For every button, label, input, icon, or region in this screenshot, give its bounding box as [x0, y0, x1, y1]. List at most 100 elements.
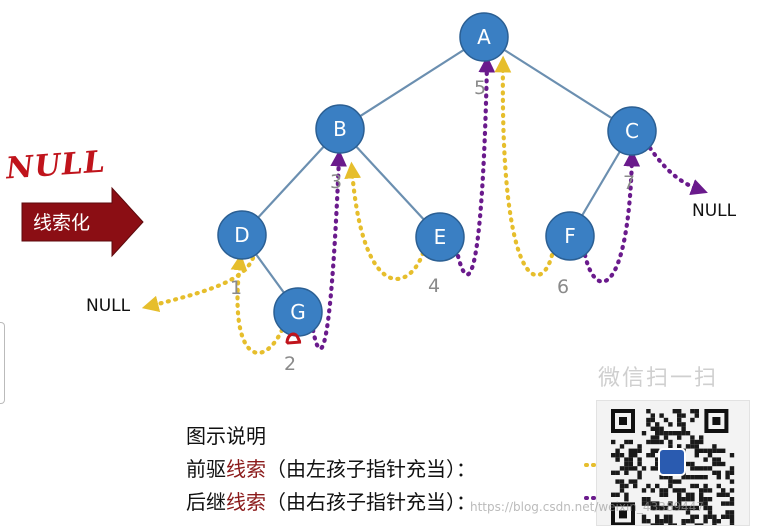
qr-module: [703, 448, 708, 453]
qr-module: [699, 501, 704, 506]
qr-module: [716, 448, 721, 453]
order-number-4: 4: [428, 275, 440, 297]
qr-module: [663, 431, 669, 436]
qr-module: [690, 492, 695, 497]
qr-module: [650, 466, 655, 471]
qr-module: [663, 514, 669, 519]
qr-module: [699, 488, 704, 493]
qr-code-pattern: [611, 409, 735, 529]
qr-module: [650, 448, 655, 453]
node-circle-c: [607, 106, 657, 156]
qr-module: [650, 453, 655, 458]
qr-module: [725, 492, 730, 497]
qr-module: [646, 422, 651, 427]
qr-module: [633, 466, 638, 471]
qr-module: [650, 501, 655, 506]
edge-a-c: [483, 36, 633, 132]
qr-module: [677, 488, 682, 493]
qr-module: [650, 505, 655, 511]
qr-module: [703, 488, 708, 493]
qr-module: [677, 492, 682, 497]
qr-module: [703, 501, 708, 506]
qr-module: [659, 492, 664, 497]
qr-module: [637, 475, 642, 480]
qr-module: [650, 435, 655, 440]
qr-finder-inner: [712, 417, 721, 425]
legend-succ-keyword: 线索: [226, 490, 266, 514]
left-edge-bracket: [0, 322, 5, 404]
qr-module: [707, 488, 713, 493]
qr-module: [690, 497, 695, 502]
node-circle-a: [459, 12, 509, 62]
order-number-6: 6: [557, 276, 569, 298]
qr-module: [703, 457, 708, 462]
qr-module: [672, 409, 677, 414]
node-label-a: A: [477, 25, 491, 49]
qr-module: [655, 435, 660, 440]
qr-module: [694, 444, 699, 449]
qr-module: [668, 514, 673, 519]
qr-module: [685, 505, 691, 511]
qr-module: [685, 492, 691, 497]
succ-thread-e-a: [455, 55, 496, 277]
qr-module: [659, 488, 664, 493]
qr-module: [690, 505, 695, 511]
node-circle-b: [315, 104, 365, 154]
qr-module: [663, 492, 669, 497]
qr-module: [655, 519, 660, 524]
qr-module: [729, 510, 735, 515]
qr-module: [655, 514, 660, 519]
qr-module: [699, 492, 704, 497]
qr-module: [716, 470, 721, 475]
node-g: G: [273, 287, 323, 337]
qr-module: [716, 483, 721, 489]
qr-module: [659, 505, 664, 511]
qr-module: [703, 519, 708, 524]
qr-module: [729, 453, 735, 458]
qr-module: [681, 431, 686, 436]
qr-module: [655, 466, 660, 471]
qr-module: [690, 514, 695, 519]
qr-module: [712, 470, 717, 475]
null-label-right: NULL: [692, 201, 737, 221]
thread-links: [141, 55, 708, 355]
qr-module: [725, 510, 730, 515]
qr-module: [685, 431, 691, 436]
qr-module: [707, 448, 713, 453]
qr-module: [681, 426, 686, 431]
qr-module: [659, 475, 664, 480]
legend-pred-prefix: 前驱: [186, 457, 226, 481]
qr-module: [650, 417, 655, 423]
qr-module: [677, 435, 682, 440]
qr-module: [712, 519, 717, 524]
qr-module: [707, 453, 713, 458]
qr-module: [707, 497, 713, 502]
qr-module: [628, 439, 633, 445]
qr-module: [659, 439, 664, 445]
qr-module: [712, 514, 717, 519]
legend-succ-suffix: （由右孩子指针充当）：: [266, 490, 476, 514]
qr-module: [703, 497, 708, 502]
qr-module: [663, 505, 669, 511]
pred-thread-g-d: [230, 253, 285, 355]
qr-module: [681, 475, 686, 480]
qr-module: [677, 422, 682, 427]
qr-module: [690, 417, 695, 423]
qr-module: [681, 505, 686, 511]
qr-module: [655, 483, 660, 489]
qr-module: [655, 439, 660, 445]
qr-module: [619, 488, 625, 493]
order-number-2: 2: [284, 353, 296, 375]
qr-module: [703, 475, 708, 480]
legend-succ-prefix: 后继: [186, 490, 226, 514]
qr-module: [690, 483, 695, 489]
qr-module: [699, 435, 704, 440]
qr-module: [637, 461, 642, 467]
qr-module: [624, 497, 629, 502]
qr-module: [685, 497, 691, 502]
order-number-1: 1: [230, 277, 242, 299]
qr-module: [690, 475, 695, 480]
qr-module: [703, 483, 708, 489]
